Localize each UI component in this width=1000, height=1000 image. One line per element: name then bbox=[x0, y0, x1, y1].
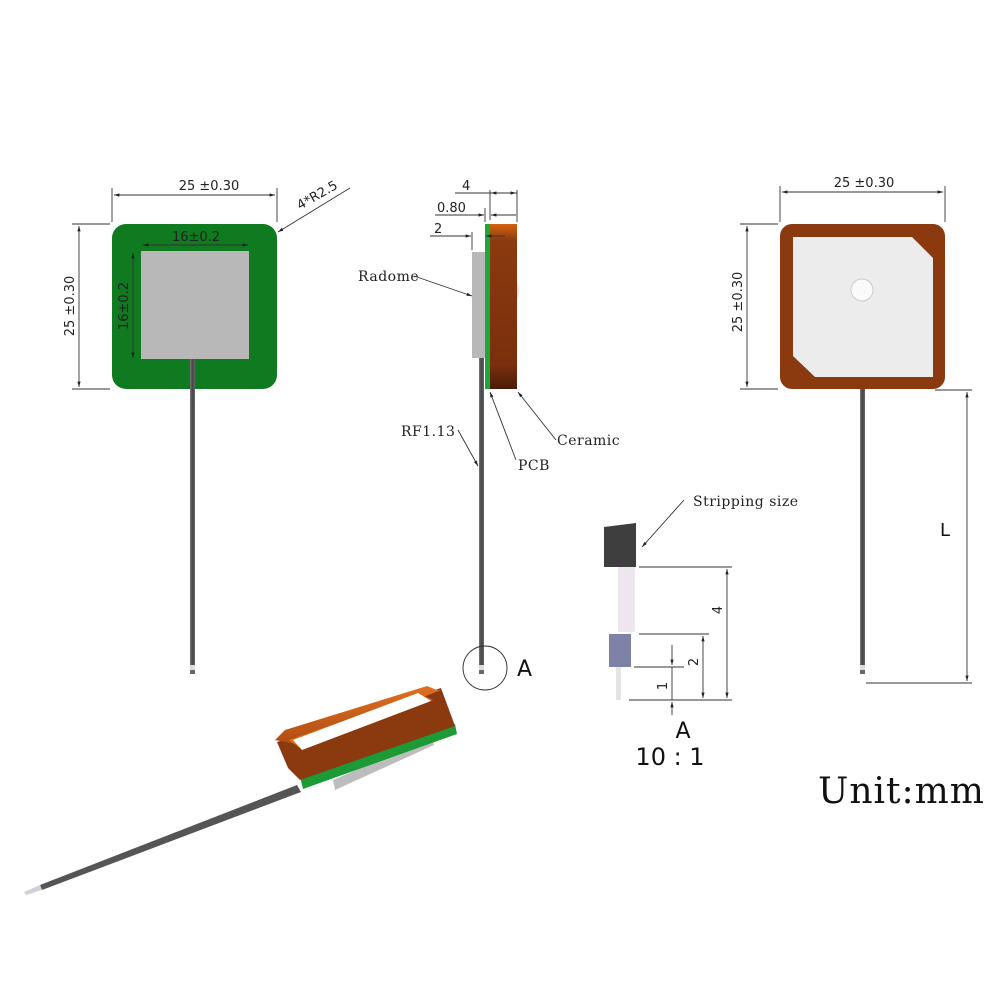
cable-label: RF1.13 bbox=[401, 424, 455, 440]
pcb-thickness-dim: 0.80 bbox=[437, 201, 466, 216]
side-radome bbox=[472, 252, 485, 358]
back-width-dim: 25 ±0.30 bbox=[834, 176, 895, 191]
side-ceramic bbox=[490, 224, 517, 389]
silver-patch bbox=[793, 237, 933, 377]
detail-a-name: A bbox=[675, 719, 690, 744]
detail-a-scale: 10 : 1 bbox=[635, 743, 704, 771]
side-cable bbox=[479, 358, 484, 665]
radome-patch bbox=[141, 251, 249, 359]
radome-thickness-dim: 2 bbox=[434, 222, 442, 237]
side-view: 4 0.80 2 Radome RF1.13 PCB Ceramic A bbox=[358, 179, 620, 691]
feed-point bbox=[850, 278, 874, 302]
rf-cable bbox=[190, 359, 195, 665]
front-width-dim: 25 ±0.30 bbox=[179, 179, 240, 194]
back-cable bbox=[860, 389, 865, 665]
back-view: 25 ±0.30 25 ±0.30 L bbox=[731, 176, 972, 684]
detail-a-marker: A bbox=[517, 657, 532, 682]
patch-width-dim: 16±0.2 bbox=[172, 230, 220, 245]
back-height-dim: 25 ±0.30 bbox=[731, 272, 746, 333]
cable-length-dim: L bbox=[940, 520, 950, 541]
dim-1: 1 bbox=[656, 682, 671, 690]
dim-2: 2 bbox=[687, 658, 702, 666]
stripping-size-label: Stripping size bbox=[693, 494, 799, 510]
detail-a-view: Stripping size 4 2 1 A 10 : 1 bbox=[604, 494, 799, 771]
pcb-label: PCB bbox=[518, 458, 550, 474]
patch-height-dim: 16±0.2 bbox=[117, 282, 132, 330]
cable-jacket bbox=[604, 523, 636, 567]
radome-label: Radome bbox=[358, 269, 419, 285]
isometric-view bbox=[24, 686, 457, 895]
center-conductor bbox=[616, 667, 621, 700]
shield-sleeve bbox=[609, 634, 631, 667]
ceramic-label: Ceramic bbox=[557, 433, 620, 449]
unit-label: Unit:mm bbox=[818, 771, 985, 812]
dielectric bbox=[618, 567, 635, 632]
iso-patch bbox=[293, 693, 431, 750]
iso-cable bbox=[40, 785, 301, 890]
dim-4: 4 bbox=[711, 606, 726, 614]
side-pcb bbox=[485, 224, 490, 389]
front-height-dim: 25 ±0.30 bbox=[63, 276, 78, 337]
front-view: 25 ±0.30 25 ±0.30 16±0.2 16±0.2 4*R2.5 bbox=[63, 178, 351, 674]
detail-a-circle bbox=[462, 645, 508, 691]
total-thickness-dim: 4 bbox=[462, 179, 470, 194]
